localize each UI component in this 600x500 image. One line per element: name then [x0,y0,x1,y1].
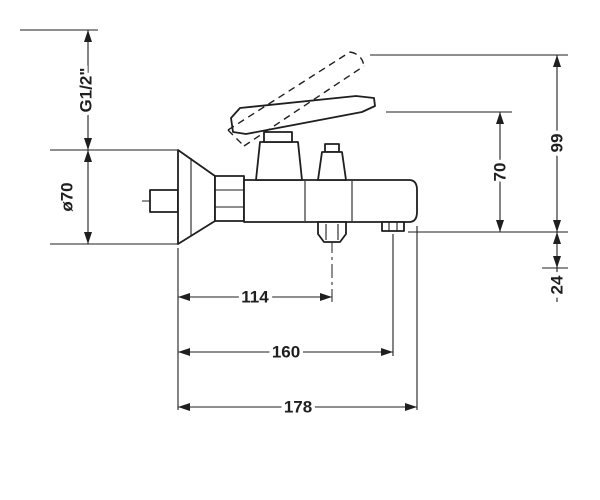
handshower-outlet [317,221,347,243]
dim-70: 70 [386,111,513,232]
handshower-outlet-body [317,221,347,243]
raised-lever-bottom-edge [243,65,365,147]
dim-24: 24 [542,232,570,302]
dim-99-label: 99 [548,134,567,153]
hex-nut [214,175,245,222]
handle-base [255,141,303,181]
dim-thread-g12: G1/2" [20,29,99,150]
dim-70-label: 70 [491,163,510,182]
dim-160: 160 [178,234,394,365]
dim-114-label: 114 [241,288,269,307]
dim-flange-diameter: ø70 [50,149,178,245]
dim-160-label: 160 [272,343,300,362]
diverter-knob-body [317,151,347,181]
faucet [149,51,418,245]
flange-diameter-label: ø70 [58,182,77,211]
wall-connection-stub [149,189,179,213]
thread-label: G1/2" [77,68,96,113]
dim-24-label: 24 [548,275,567,294]
spout-aerator [381,221,405,232]
lever-handle-raised-dashed [227,51,365,147]
diverter-knob-cap [324,143,340,153]
mixer-body [243,179,418,223]
dim-99: 99 [370,54,570,233]
handle-pivot [263,131,293,143]
lever-handle [230,95,376,135]
diverter-knob [317,143,347,181]
raised-lever-heel [227,129,245,147]
wall-flange [177,149,216,245]
dim-178: 178 [178,226,418,420]
dim-178-label: 178 [284,398,312,417]
raised-lever-tip [349,51,365,67]
raised-lever-top-edge [227,51,351,131]
aerator-body [381,221,405,232]
dim-114: 114 [177,248,332,410]
